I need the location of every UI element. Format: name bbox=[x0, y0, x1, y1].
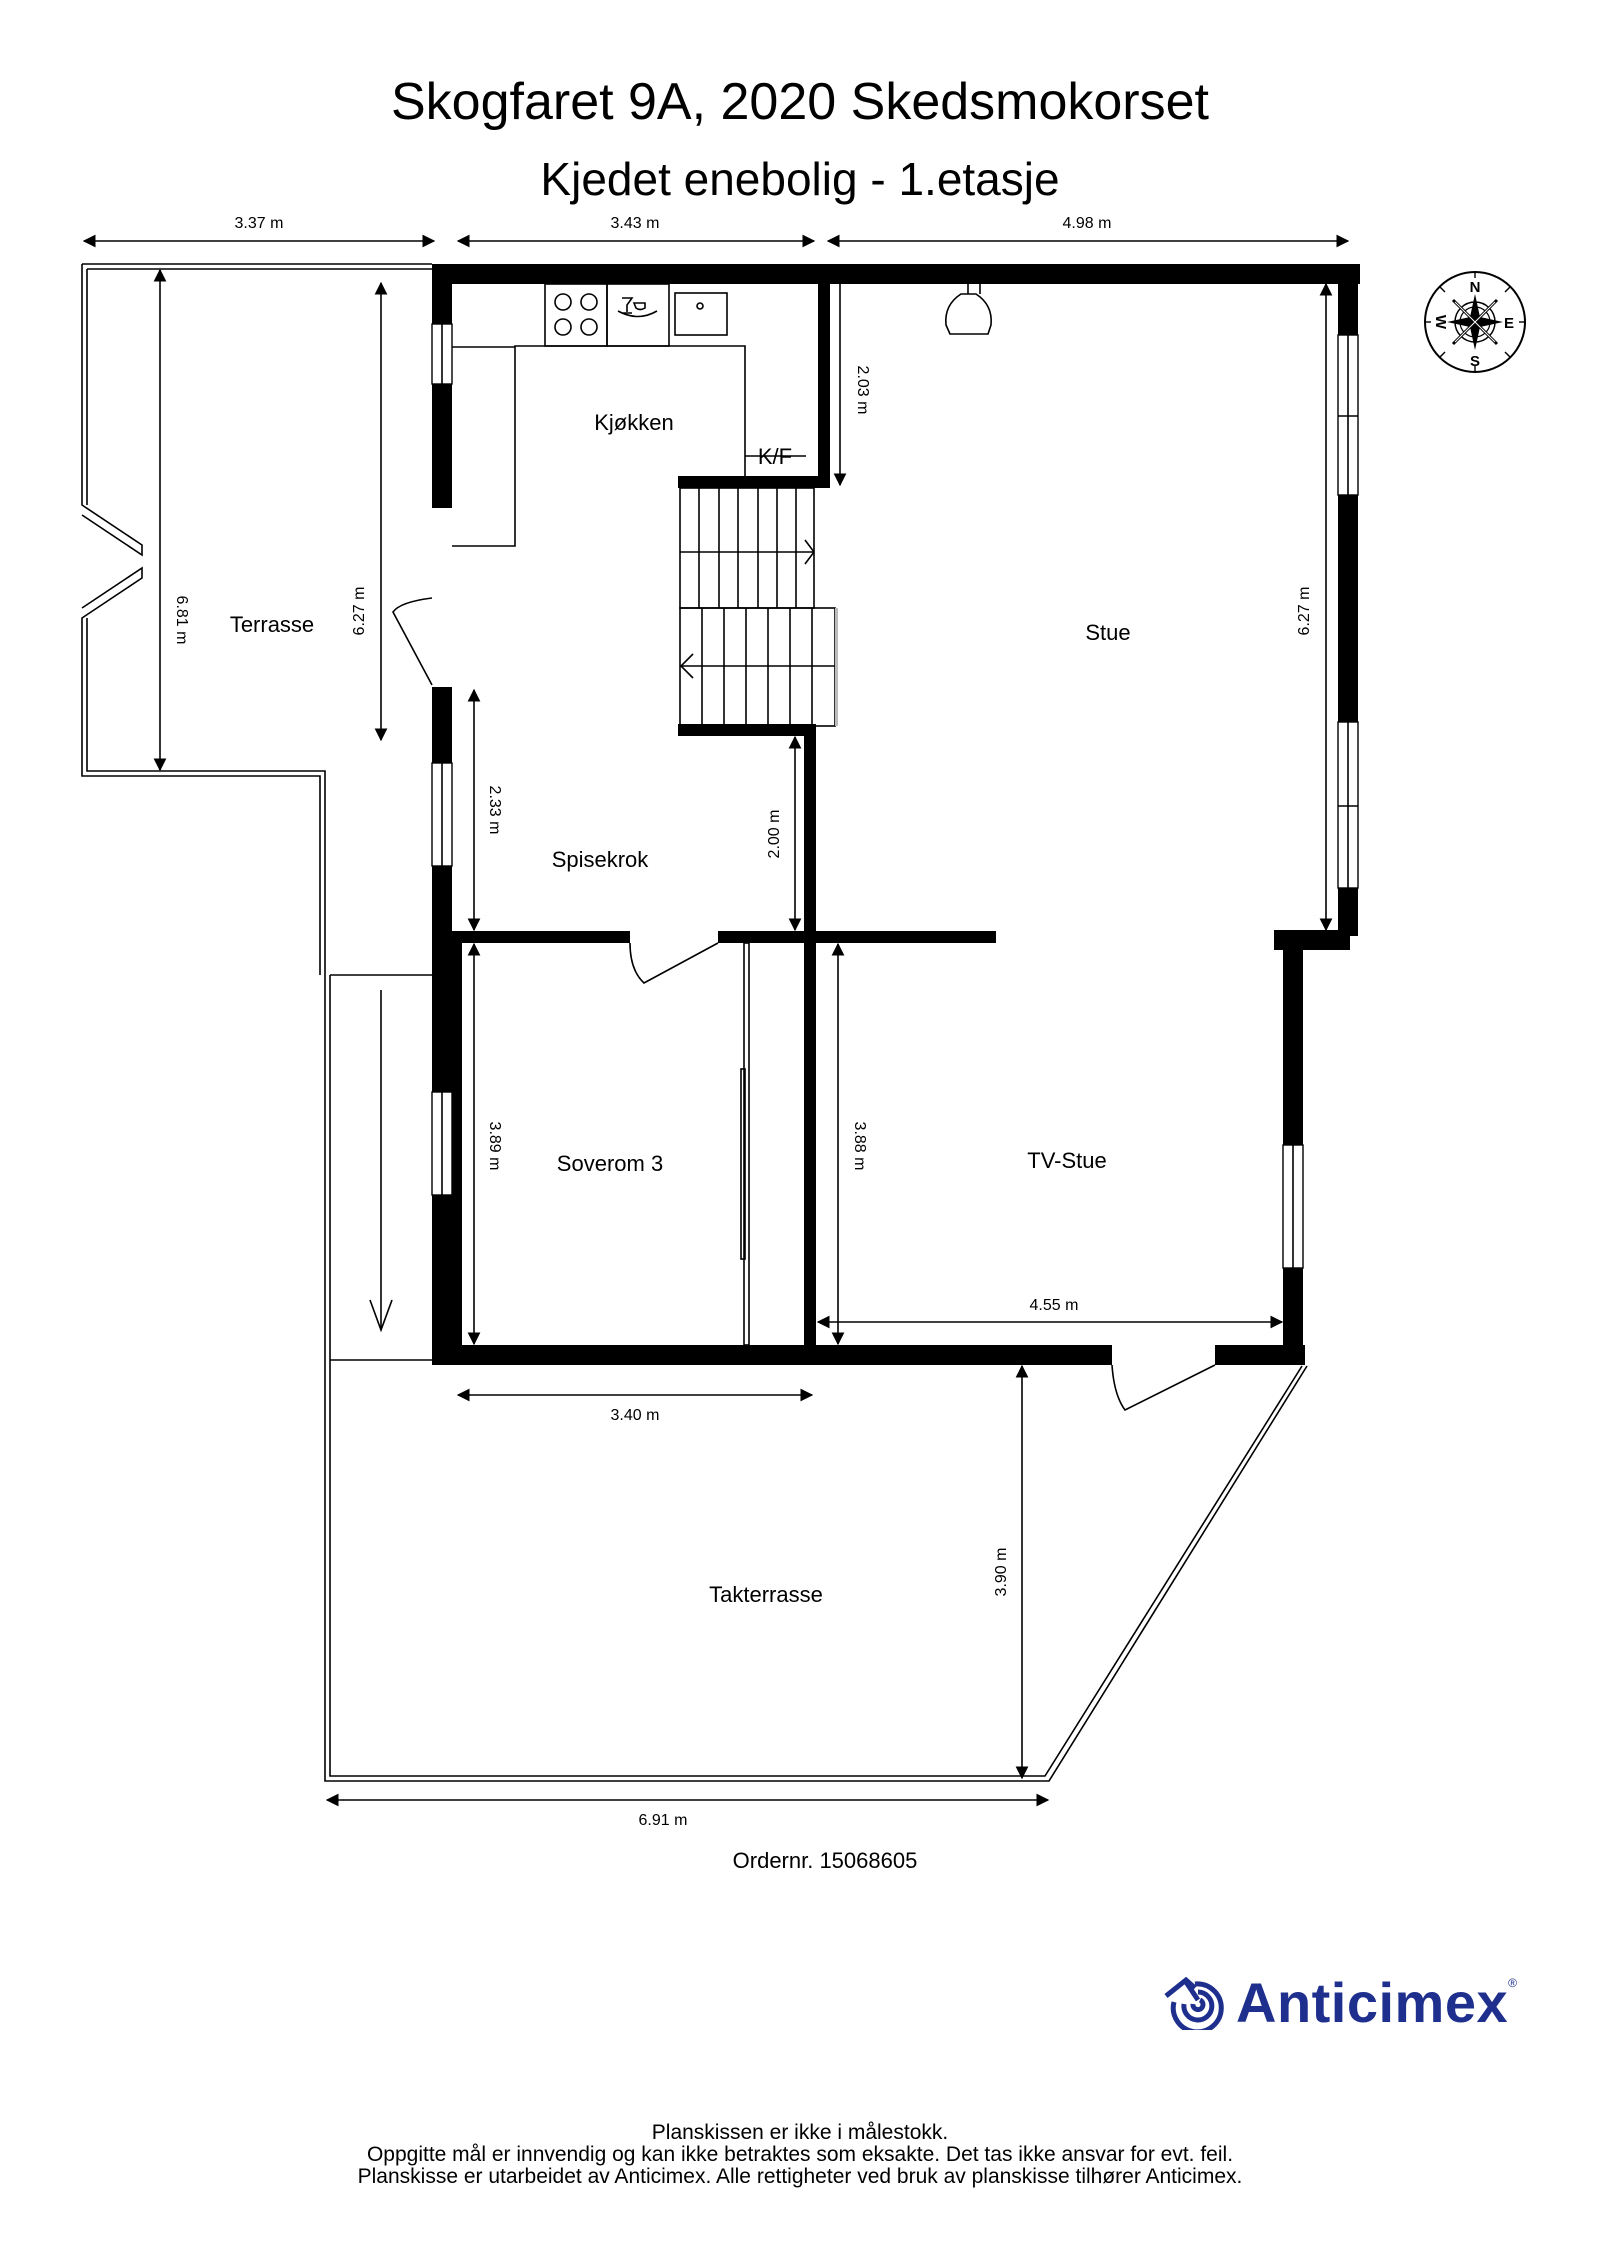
dim-roof-terrace-depth: 3.90 m bbox=[993, 1548, 1010, 1597]
disclaimer-line-1: Planskissen er ikke i målestokk. bbox=[651, 2121, 949, 2144]
terrace-outline bbox=[81, 263, 432, 975]
dim-bedroom-depth: 3.89 m bbox=[486, 1122, 503, 1171]
anticimex-mark-icon bbox=[1164, 1976, 1224, 2030]
dim-kitchen-to-stair: 2.03 m bbox=[854, 366, 871, 415]
roof-terrace-outline bbox=[324, 974, 1308, 1782]
room-label-tv-room: TV-Stue bbox=[1027, 1148, 1106, 1173]
dim-living-width: 4.98 m bbox=[1063, 215, 1112, 232]
room-label-terrace: Terrasse bbox=[230, 612, 314, 637]
fridge-freezer-label: K/F bbox=[758, 444, 792, 469]
dim-roof-terrace-width: 6.91 m bbox=[639, 1812, 688, 1829]
room-label-roof-terrace: Takterrasse bbox=[709, 1582, 823, 1607]
doors[interactable] bbox=[392, 597, 1216, 1412]
brand-name: Anticimex bbox=[1236, 1970, 1509, 2034]
kitchen-counter: K/F bbox=[452, 283, 806, 547]
dim-terrace-width: 3.37 m bbox=[235, 215, 284, 232]
dim-tv-room-depth: 3.88 m bbox=[851, 1122, 868, 1171]
dim-dining-depth: 2.33 m bbox=[486, 786, 503, 835]
dim-terrace-outer-depth: 6.81 m bbox=[173, 596, 190, 645]
compass-w: W bbox=[1432, 315, 1449, 330]
dim-kitchen-width: 3.43 m bbox=[611, 215, 660, 232]
order-number: Ordernr. 15068605 bbox=[732, 1848, 918, 1873]
interior-dimensions: 6.81 m 6.27 m 2.03 m 6.27 m 2.33 m 2.00 … bbox=[153, 268, 1333, 1829]
disclaimer-line-2: Oppgitte mål er innvendig og kan ikke be… bbox=[366, 2143, 1234, 2166]
registered-mark: ® bbox=[1508, 1976, 1517, 1990]
room-label-living: Stue bbox=[1085, 620, 1130, 645]
compass-icon: N E S W bbox=[1424, 271, 1526, 373]
dim-tv-room-width: 4.55 m bbox=[1030, 1297, 1079, 1314]
address-title: Skogfaret 9A, 2020 Skedsmokorset bbox=[390, 73, 1209, 131]
walls[interactable] bbox=[431, 264, 1360, 1365]
room-labels: Kjøkken Terrasse Stue Spisekrok Soverom … bbox=[230, 410, 1131, 1607]
dim-terrace-inner-depth: 6.27 m bbox=[351, 587, 368, 636]
staircase[interactable] bbox=[679, 487, 838, 727]
room-label-dining: Spisekrok bbox=[552, 847, 650, 872]
top-dimensions: 3.37 m 3.43 m 4.98 m bbox=[82, 215, 1350, 248]
room-label-kitchen: Kjøkken bbox=[594, 410, 673, 435]
dim-living-depth: 6.27 m bbox=[1296, 587, 1313, 636]
wardrobe bbox=[740, 942, 750, 1346]
disclaimer: Planskissen er ikke i målestokk. Oppgitt… bbox=[0, 2122, 1600, 2188]
disclaimer-line-3: Planskisse er utarbeidet av Anticimex. A… bbox=[357, 2165, 1243, 2188]
compass-s: S bbox=[1470, 353, 1480, 370]
compass-n: N bbox=[1470, 279, 1481, 296]
dim-stair-to-wall: 2.00 m bbox=[766, 810, 783, 859]
compass-e: E bbox=[1504, 315, 1514, 332]
anticimex-logo: Anticimex ® bbox=[1162, 1970, 1517, 2034]
floor-subtitle: Kjedet enebolig - 1.etasje bbox=[540, 153, 1060, 205]
room-label-bedroom-3: Soverom 3 bbox=[557, 1151, 663, 1176]
pendant-lamp-icon bbox=[944, 284, 993, 335]
dim-bedroom-width: 3.40 m bbox=[611, 1407, 660, 1424]
